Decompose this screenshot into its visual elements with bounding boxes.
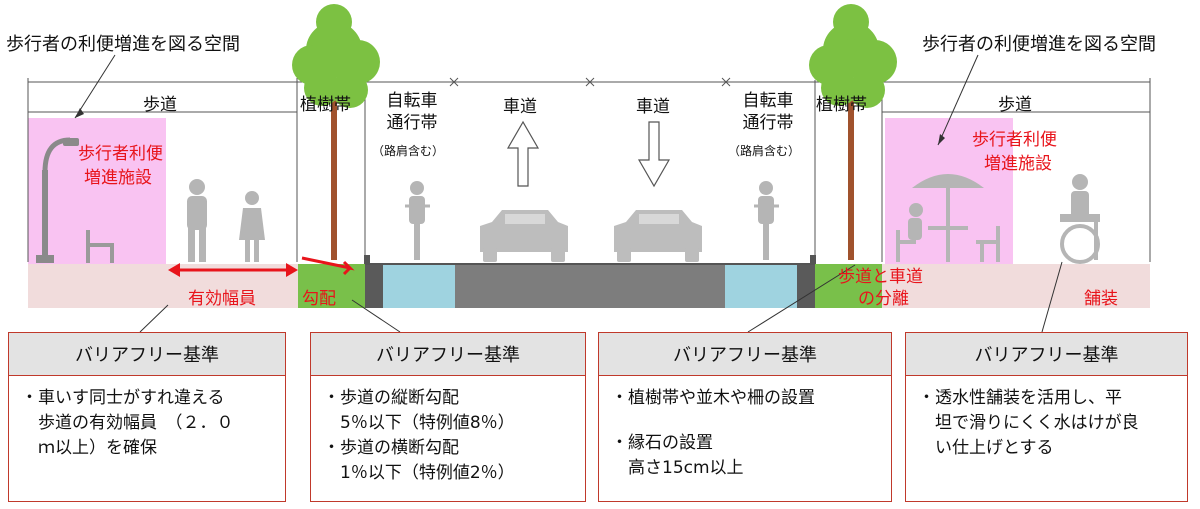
curb-left xyxy=(365,264,383,308)
label-road-right: 車道 xyxy=(636,97,670,117)
arrow-up-icon xyxy=(506,120,540,187)
sidewalk-band-right xyxy=(882,264,1150,308)
label-bike-right: 自転車通行帯 xyxy=(742,91,794,133)
planting-strip-right xyxy=(815,264,882,308)
standard-box-separation: バリアフリー基準 ・植樹帯や並木や柵の設置 ・縁石の設置 高さ15cm以上 xyxy=(598,332,892,502)
box-header: バリアフリー基準 xyxy=(906,333,1187,376)
cyclist-icon xyxy=(405,181,430,260)
bike-lane-right xyxy=(725,264,797,308)
curb-right xyxy=(797,264,815,308)
roadway xyxy=(455,264,725,308)
label-separation: 歩道と車道の分離 xyxy=(838,267,923,309)
box-header: バリアフリー基準 xyxy=(311,333,585,376)
box-body: ・車いす同士がすれ違える 歩道の有効幅員 （２．０ ｍ以上）を確保 xyxy=(21,388,234,458)
street-lamp-icon xyxy=(36,137,79,263)
bike-lane-left xyxy=(383,264,455,308)
box-body: ・植樹帯や並木や柵の設置 ・縁石の設置 高さ15cm以上 xyxy=(611,388,815,478)
parasol-table-icon xyxy=(896,174,1000,262)
box-body: ・透水性舗装を活用し、平 坦で滑りにくく水はけが良 い仕上げとする xyxy=(918,388,1139,458)
pedestrian-icon xyxy=(187,179,207,262)
label-bike-right-note: （路肩含む） xyxy=(728,144,801,158)
standard-box-pavement: バリアフリー基準 ・透水性舗装を活用し、平 坦で滑りにくく水はけが良 い仕上げと… xyxy=(905,332,1188,502)
wheelchair-user-icon xyxy=(1060,174,1100,264)
tree-icon xyxy=(292,4,380,260)
label-slope: 勾配 xyxy=(302,289,336,309)
box-body: ・歩道の縦断勾配 5％以下（特例値8％） ・歩道の横断勾配 1％以下（特例値2％… xyxy=(323,388,515,483)
effective-width-arrow xyxy=(168,263,298,277)
standard-box-width: バリアフリー基準 ・車いす同士がすれ違える 歩道の有効幅員 （２．０ ｍ以上）を… xyxy=(8,332,286,502)
label-sidewalk-left: 歩道 xyxy=(143,95,177,115)
zone-dividers xyxy=(27,78,1151,262)
chair-icon xyxy=(86,230,114,263)
car-icon xyxy=(480,210,568,262)
standard-box-slope: バリアフリー基準 ・歩道の縦断勾配 5％以下（特例値8％） ・歩道の横断勾配 1… xyxy=(310,332,586,502)
box-header: バリアフリー基準 xyxy=(599,333,891,376)
label-effective-width: 有効幅員 xyxy=(188,289,256,309)
arrow-down-icon xyxy=(637,121,671,188)
label-road-left: 車道 xyxy=(503,97,537,117)
cyclist-icon xyxy=(754,181,779,260)
callout-left: 歩行者の利便増進を図る空間 xyxy=(6,34,240,55)
slope-arrow xyxy=(301,256,355,276)
label-facility-right: 歩行者利便増進施設 xyxy=(972,130,1057,174)
label-pavement: 舗装 xyxy=(1084,289,1118,309)
dimension-line xyxy=(28,77,1150,87)
car-icon xyxy=(614,210,702,262)
label-planting-right: 植樹帯 xyxy=(816,95,867,115)
facility-zone-left xyxy=(28,118,166,264)
label-facility-left: 歩行者利便増進施設 xyxy=(78,144,163,188)
label-bike-left-note: （路肩含む） xyxy=(372,144,445,158)
callout-right: 歩行者の利便増進を図る空間 xyxy=(922,34,1156,55)
box-header: バリアフリー基準 xyxy=(9,333,285,376)
pedestrian-icon xyxy=(239,191,265,262)
label-planting-left: 植樹帯 xyxy=(300,95,351,115)
label-bike-left: 自転車通行帯 xyxy=(386,91,438,133)
label-sidewalk-right: 歩道 xyxy=(998,95,1032,115)
tree-icon xyxy=(809,4,897,260)
leader-lines xyxy=(74,54,1063,333)
